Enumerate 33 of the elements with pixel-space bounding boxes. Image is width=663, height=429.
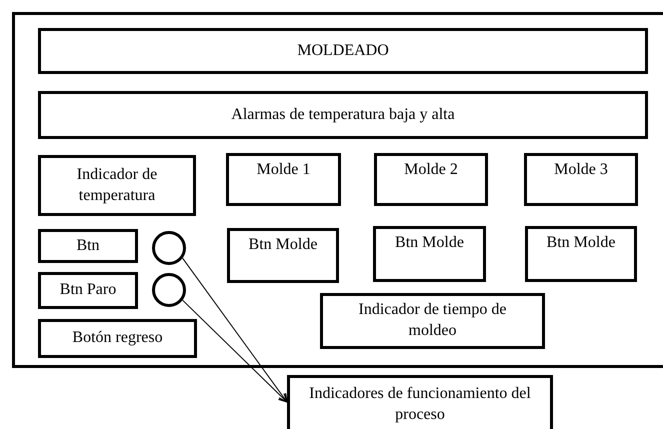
label-text: Btn Molde [248,235,318,255]
label-box [226,153,341,206]
indicator-circle [152,273,186,307]
label-box [524,153,638,206]
label-box [525,226,637,282]
label-box [38,91,648,139]
label-box [227,228,339,283]
arrow [182,300,288,403]
label-text: Indicador de tiempo de moldeo [358,300,508,341]
label-text: Molde 2 [404,160,458,180]
panel-frame [12,12,663,368]
label-text: Alarmas de temperatura baja y alta [231,104,455,125]
label-text: Btn Molde [395,233,464,253]
label-text: MOLDEADO [297,40,389,61]
label-box [38,229,138,263]
label-box [287,375,553,429]
indicator-circle [152,231,186,265]
label-box [38,319,197,358]
label-box [373,226,486,282]
label-text: Indicadores de funcionamiento del proceso [308,384,532,425]
label-box [38,28,648,74]
label-text: Indicador de temperatura [76,164,158,206]
label-text: Molde 3 [554,160,608,180]
arrow [182,258,288,403]
label-box [320,293,545,349]
label-box [38,272,138,309]
label-text: Btn Paro [60,280,116,300]
label-text: Btn [76,236,100,256]
label-text: Molde 1 [256,160,310,180]
label-box [38,155,196,216]
label-box [374,153,488,206]
label-text: Botón regreso [72,328,163,348]
label-text: Btn Molde [546,233,616,253]
